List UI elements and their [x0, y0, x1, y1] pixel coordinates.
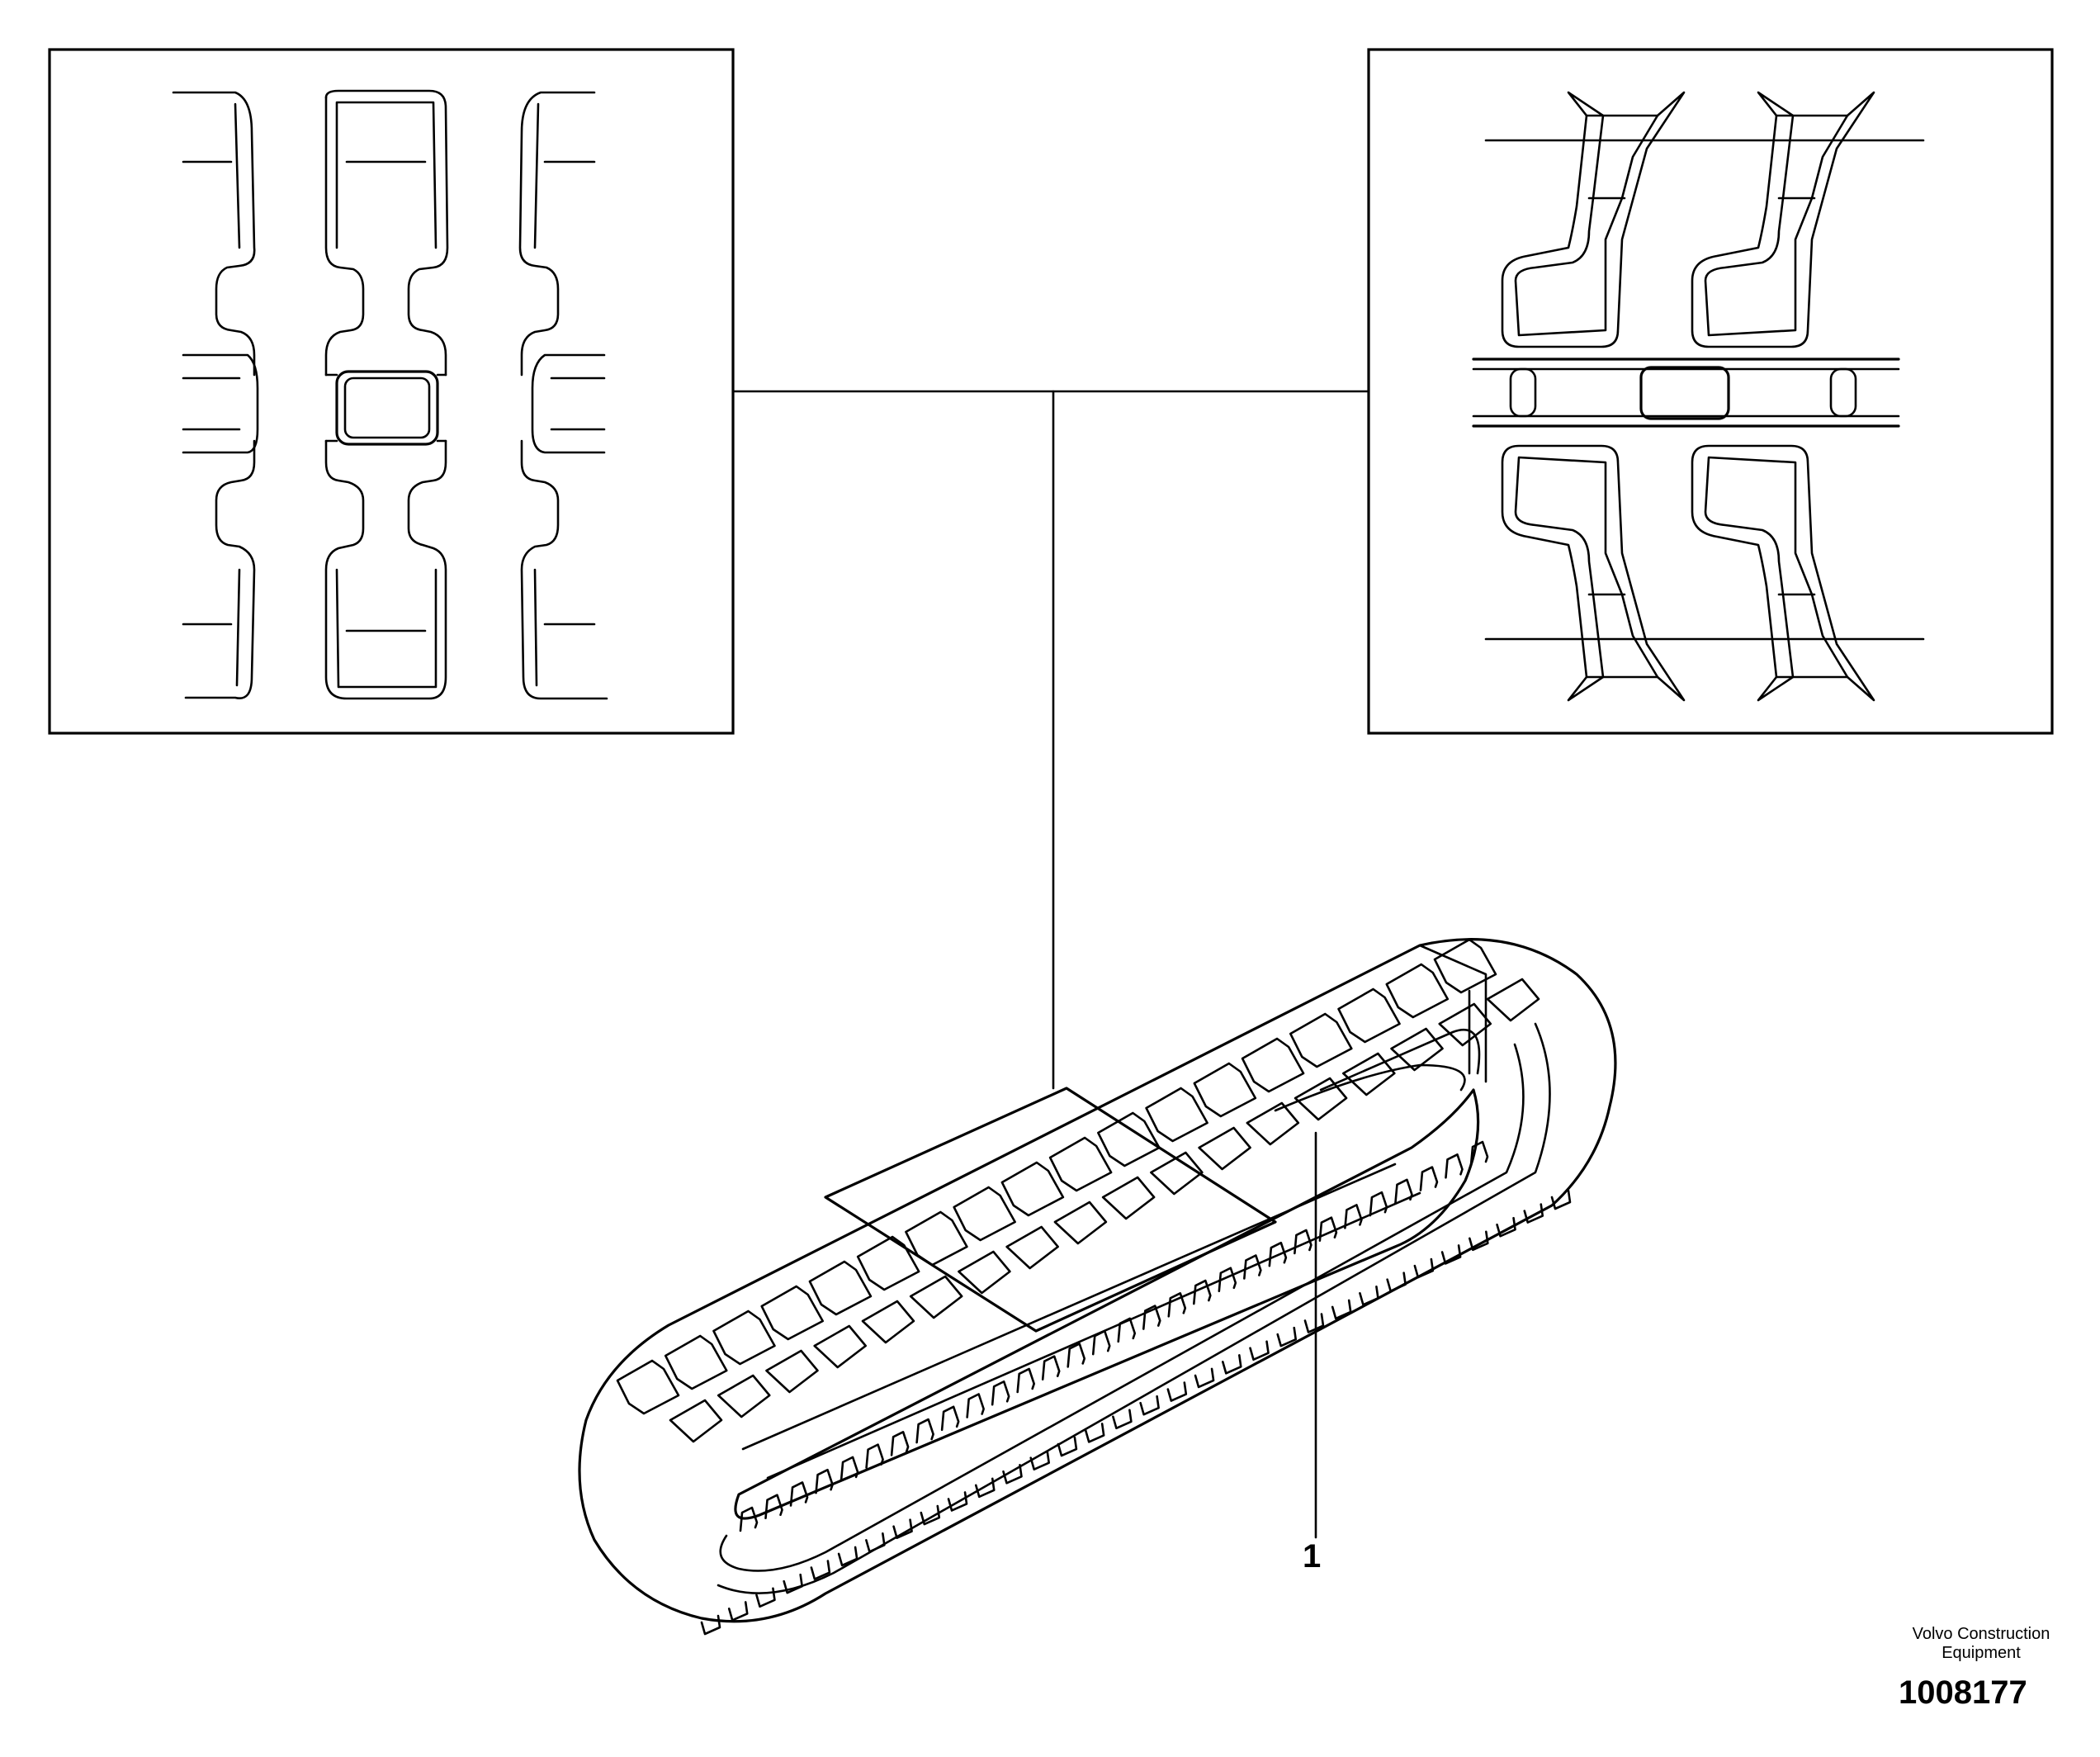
tread-lug [1005, 1225, 1059, 1270]
brand-line-2: Equipment [1942, 1644, 2021, 1662]
tread-pattern-b-detail [1367, 48, 2054, 735]
leader-lines [731, 390, 1370, 1539]
outer-lug [1550, 1189, 1572, 1210]
drive-tooth [940, 1405, 960, 1432]
drive-tooth [1318, 1216, 1338, 1242]
tread-lug [1053, 1201, 1108, 1245]
tread-lug [760, 1285, 825, 1341]
tread-lug [669, 1399, 723, 1443]
drive-tooth [890, 1431, 910, 1456]
part-callout-1: 1 [1303, 1538, 1322, 1575]
drive-tooth [865, 1443, 884, 1469]
drive-tooth [1117, 1317, 1137, 1343]
tread-lug [1000, 1161, 1065, 1217]
drive-tooth [991, 1380, 1010, 1406]
outer-lug [1276, 1326, 1298, 1347]
outer-lug [1084, 1423, 1105, 1443]
tread-lug [1097, 1111, 1161, 1167]
tread-lug [664, 1334, 728, 1390]
outer-lug [920, 1504, 941, 1526]
brand-line-1: Volvo Construction [1912, 1625, 2050, 1643]
tread-lug [1294, 1077, 1348, 1121]
outer-lug [755, 1587, 776, 1608]
outer-lug [1029, 1450, 1051, 1470]
drive-tooth [1016, 1367, 1035, 1394]
tread-lug [765, 1349, 819, 1394]
tread-lug [861, 1300, 915, 1344]
tread-lug [1048, 1136, 1113, 1192]
outer-lug [892, 1518, 913, 1540]
outer-lug [1221, 1354, 1242, 1375]
tread-lug [856, 1235, 920, 1291]
outer-lug [1440, 1244, 1462, 1265]
tread-lug [1390, 1027, 1444, 1072]
outer-lug [727, 1601, 749, 1622]
tread-lug [909, 1275, 963, 1319]
outer-lug [1249, 1340, 1270, 1362]
tread-lug [1150, 1151, 1204, 1196]
outer-lug [783, 1573, 803, 1594]
drive-tooth [1243, 1254, 1262, 1280]
tread-lug [1337, 987, 1401, 1044]
tread-lug [1486, 978, 1540, 1022]
drive-tooth [1344, 1204, 1363, 1229]
outer-lug [837, 1546, 858, 1567]
drive-tooth [966, 1393, 985, 1418]
drawing-number: 1008177 [1899, 1674, 2027, 1711]
rubber-track-icon [578, 938, 1617, 1636]
outer-lug [1331, 1299, 1352, 1320]
tread-lug [808, 1260, 873, 1316]
drive-tooth [1193, 1279, 1212, 1305]
outer-lug [1166, 1381, 1188, 1402]
drive-tooth [764, 1494, 783, 1520]
tread-lug [616, 1359, 680, 1415]
drive-tooth [1167, 1292, 1187, 1318]
outer-lug [1194, 1367, 1215, 1389]
drive-tooth [1294, 1229, 1312, 1255]
tread-lug [1289, 1012, 1353, 1068]
tread-lug [1385, 963, 1450, 1019]
tread-lug [1438, 1002, 1492, 1047]
drive-tooth [1469, 1140, 1489, 1167]
drive-tooth [1041, 1355, 1061, 1380]
tread-lug [1198, 1126, 1251, 1171]
track-tread-lugs [616, 938, 1540, 1443]
drive-tooth [1218, 1267, 1237, 1293]
outer-lug [1303, 1313, 1325, 1333]
drive-tooth [815, 1468, 834, 1494]
tread-lug [1101, 1176, 1156, 1220]
tread-lug [1193, 1062, 1257, 1118]
brand-text: Volvo Construction Equipment [1853, 1625, 2100, 1663]
drive-tooth [1445, 1153, 1464, 1179]
tread-lug [1241, 1037, 1305, 1093]
outer-lug [1496, 1216, 1516, 1238]
tread-lug [717, 1374, 771, 1418]
tread-pattern-a-icon [172, 89, 608, 700]
drive-tooth [1268, 1241, 1288, 1267]
outer-lug [1057, 1436, 1078, 1457]
tread-lug [905, 1210, 968, 1267]
outer-lug [810, 1560, 831, 1580]
tread-pattern-b-icon [1472, 91, 1925, 702]
tread-lug [1246, 1101, 1300, 1146]
drive-tooth [1142, 1305, 1161, 1330]
drive-tooth [789, 1481, 809, 1507]
tread-lug [1145, 1087, 1208, 1143]
outer-lug [1112, 1409, 1133, 1430]
tread-pattern-a-detail [48, 48, 735, 735]
outer-lug [1469, 1230, 1489, 1252]
drive-tooth [1067, 1343, 1086, 1368]
tread-lug [953, 1186, 1016, 1242]
drive-tooth [1419, 1166, 1439, 1191]
tread-lug [958, 1250, 1011, 1295]
tread-lug [813, 1324, 868, 1369]
drive-tooth [915, 1418, 934, 1444]
tread-lug [712, 1309, 776, 1366]
outer-lug [1002, 1463, 1023, 1485]
outer-lug [1139, 1395, 1160, 1416]
tread-lug [1341, 1052, 1396, 1096]
